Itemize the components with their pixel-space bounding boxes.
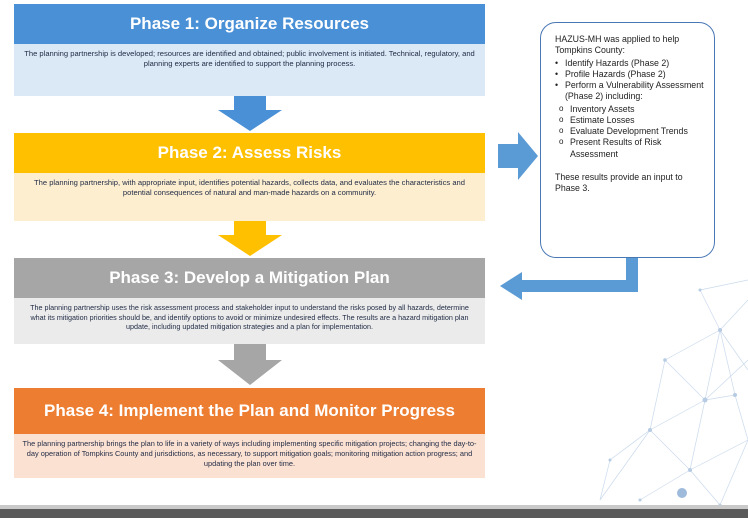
info-bullet: Profile Hazards (Phase 2) xyxy=(555,69,704,81)
info-sub-bullet: Inventory Assets xyxy=(559,104,704,115)
info-footer: These results provide an input to Phase … xyxy=(555,171,683,193)
hazus-info-box: HAZUS-MH was applied to help Tompkins Co… xyxy=(540,22,715,258)
info-intro: HAZUS-MH was applied to help Tompkins Co… xyxy=(555,34,680,56)
info-sub-bullet-list: Inventory Assets Estimate Losses Evaluat… xyxy=(559,104,704,160)
arrow-down-1-icon xyxy=(218,96,282,131)
phase-1-description: The planning partnership is developed; r… xyxy=(14,44,485,96)
info-sub-bullet: Evaluate Development Trends xyxy=(559,126,704,137)
return-connector-icon xyxy=(520,258,638,292)
footer-bar xyxy=(0,509,748,518)
phase-2-title: Phase 2: Assess Risks xyxy=(14,133,485,173)
info-bullet-list: Identify Hazards (Phase 2) Profile Hazar… xyxy=(555,58,704,103)
arrow-down-3-icon xyxy=(218,344,282,385)
arrow-down-2-icon xyxy=(218,221,282,256)
phase-4-description: The planning partnership brings the plan… xyxy=(14,434,485,478)
info-bullet: Perform a Vulnerability Assessment (Phas… xyxy=(555,80,704,103)
return-arrowhead-icon xyxy=(500,272,522,300)
phase-1-title: Phase 1: Organize Resources xyxy=(14,4,485,44)
info-bullet: Identify Hazards (Phase 2) xyxy=(555,58,704,70)
arrow-right-icon xyxy=(498,132,538,180)
phase-2-description: The planning partnership, with appropria… xyxy=(14,173,485,221)
info-sub-bullet: Estimate Losses xyxy=(559,115,704,126)
phase-3-description: The planning partnership uses the risk a… xyxy=(14,298,485,344)
footer-stripe xyxy=(0,505,748,509)
phase-3-title: Phase 3: Develop a Mitigation Plan xyxy=(14,258,485,298)
info-sub-bullet: Present Results of Risk Assessment xyxy=(559,137,704,160)
phase-4-title: Phase 4: Implement the Plan and Monitor … xyxy=(14,388,485,434)
